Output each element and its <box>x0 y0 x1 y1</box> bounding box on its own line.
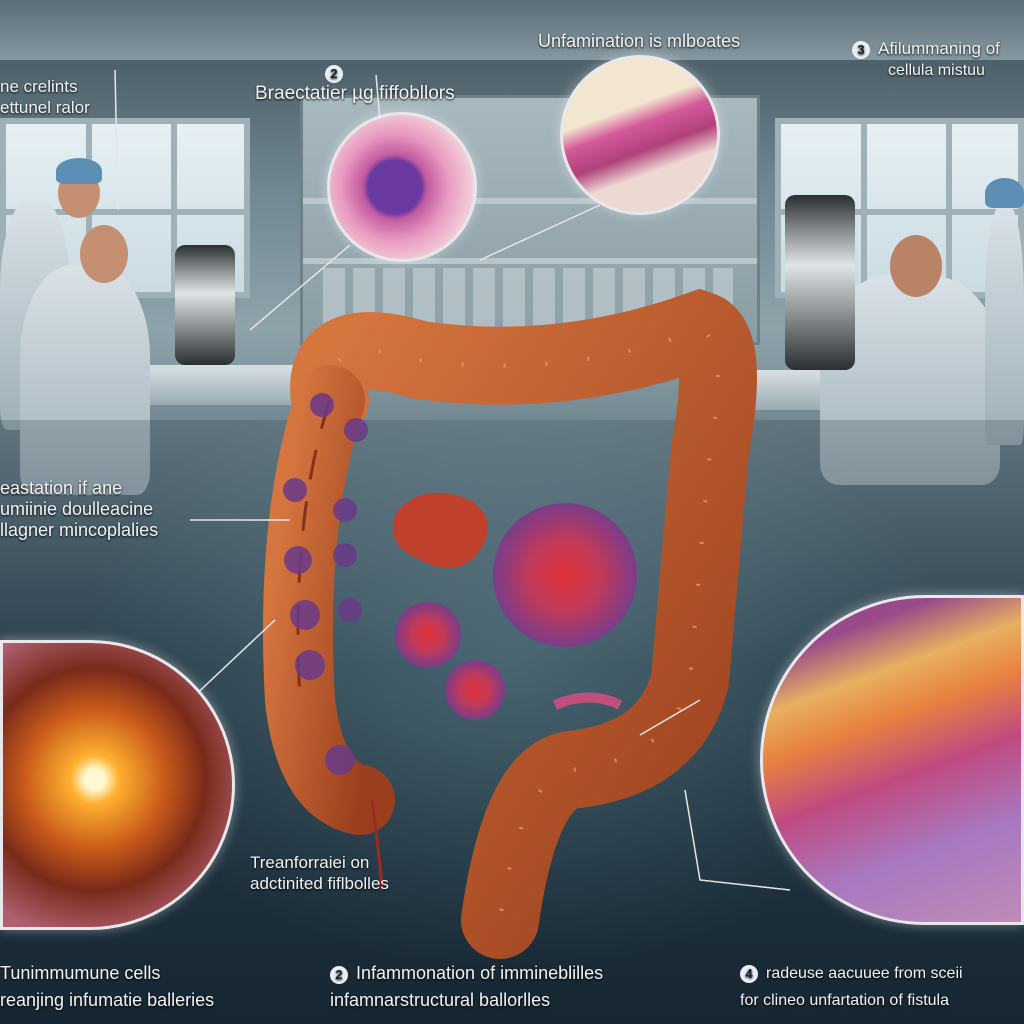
label-top-left: ne crelints ettunel ralor <box>0 76 90 118</box>
micrograph-top-left <box>327 112 477 262</box>
label-line: eastation if ane <box>0 478 123 498</box>
lab-bench-left <box>130 365 300 405</box>
scientist-cap <box>985 178 1024 208</box>
label-line: radeuse aacuuee from sceii <box>766 965 963 982</box>
colon-body <box>290 288 757 959</box>
label-line: adctinited fiflbolles <box>250 874 389 893</box>
label-line: ne crelints <box>0 77 78 96</box>
purple-lesions <box>283 393 368 775</box>
label-line: Infammonation of immineblilles <box>356 963 604 983</box>
step-number-badge: 2 <box>330 966 348 984</box>
microscope-right <box>785 195 855 370</box>
label-top-right: 3 Afilummaning of cellula mistuu <box>852 38 1022 81</box>
step-number-badge: 4 <box>740 965 758 983</box>
scientist-head <box>890 235 942 297</box>
label-bottom-right: 4 radeuse aacuuee from sceii for clineo u… <box>740 960 1022 1014</box>
label-bottom-left: Tunimmumune cells reanjing infumatie bal… <box>0 960 214 1014</box>
label-center-bottom: Treanforraiei on adctinited fiflbolles <box>250 852 389 894</box>
scientist-cap <box>56 158 102 184</box>
step-number-badge: 3 <box>852 41 870 59</box>
cell <box>445 660 505 720</box>
cell-cluster <box>392 492 488 568</box>
label-line: Afilummaning of <box>878 39 1000 58</box>
label-line: umiinie doulleacine <box>0 499 154 519</box>
scientist-head <box>80 225 128 283</box>
scientist-standing-right <box>985 205 1024 445</box>
label-line: ettunel ralor <box>0 98 90 117</box>
label-line: Tunimmumune cells <box>0 963 161 983</box>
cell <box>395 602 461 668</box>
label-mid-left: eastation if ane umiinie doulleacine lla… <box>0 478 158 541</box>
label-line: Braectatier µg fiffobllors <box>255 83 455 104</box>
label-top-center-left: 2 Braectatier µg fiffobllors <box>255 62 455 104</box>
step-number-badge: 2 <box>325 65 343 83</box>
micrograph-top-center <box>560 55 720 215</box>
label-line: infamnarstructural ballorlles <box>330 990 551 1010</box>
label-line: for clineo unfartation of fistula <box>740 992 950 1009</box>
scientist-seated-left <box>20 265 150 495</box>
label-line: llagner mincoplalies <box>0 520 159 540</box>
fiber <box>553 692 623 710</box>
micrograph-bottom-right <box>760 595 1024 925</box>
label-line: cellula mistuu <box>888 62 985 79</box>
label-bottom-center: 2 Infammonation of immineblilles infamnar… <box>330 960 603 1014</box>
microscope-left <box>175 245 235 365</box>
large-inflamed-cell <box>493 503 637 647</box>
label-line: reanjing infumatie balleries <box>0 990 215 1010</box>
leader-lines <box>114 69 791 891</box>
label-top-center: Unfamination is mlboates <box>538 31 741 51</box>
label-line: Treanforraiei on <box>250 853 370 872</box>
